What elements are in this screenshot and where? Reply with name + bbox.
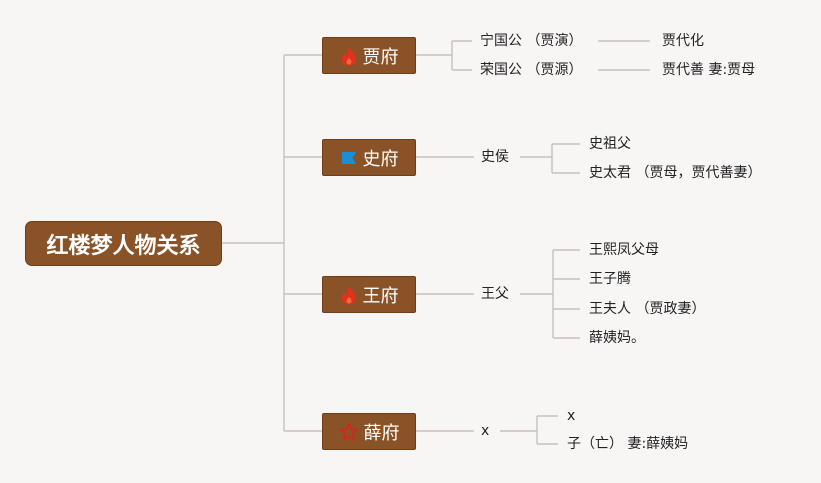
branch-wang-label: 王府 xyxy=(362,285,399,307)
branch-shi-node[interactable]: 史府 xyxy=(322,139,416,176)
star-icon xyxy=(339,422,358,441)
node-wang-xifeng-parents[interactable]: 王熙凤父母 xyxy=(589,242,659,258)
node-rongguogong[interactable]: 荣国公 （贾源） xyxy=(480,62,583,78)
node-shihou[interactable]: 史侯 xyxy=(481,149,509,165)
node-shi-zufu[interactable]: 史祖父 xyxy=(589,136,631,152)
node-xue-x-child[interactable]: x xyxy=(567,408,576,424)
branch-xue-node[interactable]: 薛府 xyxy=(322,413,416,450)
node-wang-furen[interactable]: 王夫人 （贾政妻） xyxy=(589,301,706,317)
root-label: 红楼梦人物关系 xyxy=(46,233,201,259)
branch-shi-label: 史府 xyxy=(362,148,399,170)
branch-wang-node[interactable]: 王府 xyxy=(322,276,416,313)
node-wangfu-father[interactable]: 王父 xyxy=(481,286,509,302)
branch-jia-node[interactable]: 贾府 xyxy=(322,37,416,74)
node-shi-taijun[interactable]: 史太君 （贾母，贾代善妻） xyxy=(589,165,762,181)
node-jia-daishan[interactable]: 贾代善 妻:贾母 xyxy=(662,62,756,78)
branch-jia-label: 贾府 xyxy=(362,46,399,68)
branch-xue-label: 薛府 xyxy=(363,422,400,444)
node-xue-x[interactable]: x xyxy=(481,423,490,439)
node-wang-ziteng[interactable]: 王子腾 xyxy=(589,271,631,287)
fire-icon xyxy=(341,285,356,304)
node-ningguogong[interactable]: 宁国公 （贾演） xyxy=(480,33,583,49)
node-jia-daihua[interactable]: 贾代化 xyxy=(662,33,704,49)
node-xue-son[interactable]: 子（亡） 妻:薛姨妈 xyxy=(567,436,689,452)
flag-icon xyxy=(341,151,356,164)
root-node[interactable]: 红楼梦人物关系 xyxy=(25,221,222,266)
node-xue-yima[interactable]: 薛姨妈。 xyxy=(589,330,645,346)
fire-icon xyxy=(341,46,356,65)
